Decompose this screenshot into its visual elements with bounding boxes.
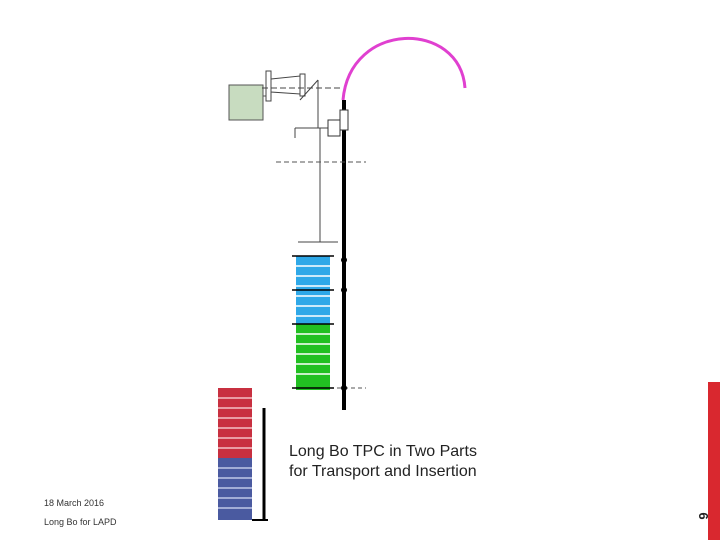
cable-arc bbox=[341, 36, 467, 101]
accent-bar bbox=[708, 382, 720, 540]
flange-left bbox=[265, 70, 272, 102]
footer-author: Long Bo for LAPD bbox=[44, 517, 117, 527]
slide-number: 6 bbox=[696, 512, 711, 520]
field-cage-upper bbox=[292, 255, 334, 390]
caption-line-2: for Transport and Insertion bbox=[289, 463, 477, 480]
drive-assembly bbox=[228, 70, 340, 128]
joint-3 bbox=[341, 385, 347, 391]
joint-1 bbox=[341, 257, 347, 263]
footer-date: 18 March 2016 bbox=[44, 498, 105, 508]
support-column bbox=[276, 100, 366, 410]
motor-box bbox=[228, 84, 264, 121]
drive-link bbox=[299, 79, 319, 101]
field-cage-lower bbox=[218, 388, 268, 521]
flange-right bbox=[299, 73, 306, 97]
caption-line-1: Long Bo TPC in Two Parts bbox=[289, 443, 477, 460]
bracket bbox=[327, 119, 341, 137]
bracket-top bbox=[339, 109, 349, 131]
slide-caption: Long Bo TPC in Two Parts for Transport a… bbox=[289, 442, 477, 482]
joint-2 bbox=[341, 287, 347, 293]
reducer-cone bbox=[270, 75, 301, 95]
